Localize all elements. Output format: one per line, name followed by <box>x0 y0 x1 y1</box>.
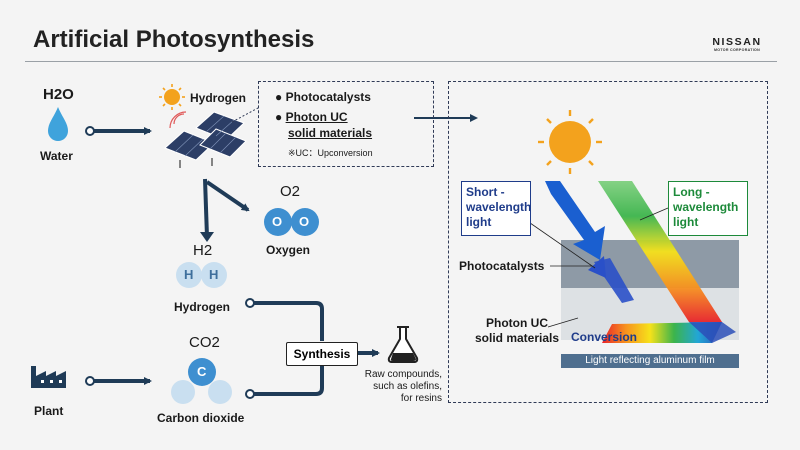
co2-formula: CO2 <box>189 334 220 351</box>
factory-icon <box>31 366 66 388</box>
conversion-label: Conversion <box>571 330 638 344</box>
long-wavelength-box: Long - wavelength light <box>668 181 748 236</box>
short-leader <box>519 215 596 269</box>
water-formula: H2O <box>43 86 74 103</box>
long-leader <box>639 207 669 221</box>
materials-item-photocatalysts: ● Photocatalysts <box>275 90 371 104</box>
oxygen-atom-2: O <box>299 214 310 229</box>
panel-to-oxygen-arrow <box>203 178 209 238</box>
co2-label: Carbon dioxide <box>157 411 245 425</box>
sun-icon <box>538 110 602 174</box>
connector-node <box>85 376 95 386</box>
arrowhead-down <box>200 232 214 242</box>
flask-icon <box>387 326 419 363</box>
short-wavelength-arrow <box>545 181 605 260</box>
oxygen-formula: O2 <box>280 183 301 200</box>
connector-node <box>245 389 255 399</box>
detail-panel <box>448 81 768 403</box>
photon-uc-label: Photon UC solid materials <box>475 316 560 345</box>
panel-to-materials-connector <box>231 107 259 123</box>
panel-to-oxygen-arrow-2 <box>205 180 250 212</box>
hydrogen-atom-2: H <box>209 267 219 282</box>
solar-panel-icon <box>164 111 247 168</box>
oxygen-molecule-icon <box>264 208 319 236</box>
materials-item-photon-uc-2: solid materials <box>288 126 373 140</box>
aluminum-film: Light reflecting aluminum film <box>561 354 739 368</box>
hydrogen-atom-1: H <box>184 267 194 282</box>
sun-small-icon <box>159 84 185 110</box>
co2-molecule-icon <box>171 358 232 404</box>
short-wavelength-box: Short - wavelength light <box>461 181 531 236</box>
raw-compounds-label: Raw compounds, such as olefins, for resi… <box>364 369 442 404</box>
hydrogen-label: Hydrogen <box>174 300 231 314</box>
connector-node <box>85 126 95 136</box>
water-label: Water <box>40 149 73 163</box>
connector-node <box>245 298 255 308</box>
brand-logo: NISSAN MOTOR CORPORATION <box>712 36 762 53</box>
materials-box <box>258 81 434 167</box>
uc-note: ※UC：Upconversion <box>288 148 373 158</box>
oxygen-label: Oxygen <box>266 243 311 257</box>
signal-icon <box>169 111 187 129</box>
oxygen-atom-1: O <box>272 214 283 229</box>
conversion-beam <box>602 322 722 343</box>
long-wavelength-beam <box>598 181 722 322</box>
hydrogen-to-synthesis-line <box>254 301 324 341</box>
materials-item-photon-uc: ● Photon UC <box>275 110 348 124</box>
co2-to-synthesis-line <box>254 366 324 396</box>
carbon-atom: C <box>197 364 207 379</box>
hydrogen-top-label: Hydrogen <box>190 91 247 105</box>
photon-uc-leader <box>547 317 579 328</box>
header-divider <box>25 61 777 62</box>
page-title: Artificial Photosynthesis <box>33 26 315 53</box>
photocatalysts-label: Photocatalysts <box>459 259 545 273</box>
plant-label: Plant <box>34 404 64 418</box>
water-drop-icon <box>48 107 68 141</box>
hydrogen-formula: H2 <box>193 242 213 259</box>
conversion-beam-tip <box>689 322 736 343</box>
excitation-arrowhead <box>588 256 606 278</box>
hydrogen-molecule-icon <box>176 262 227 288</box>
synthesis-box: Synthesis <box>286 342 358 366</box>
